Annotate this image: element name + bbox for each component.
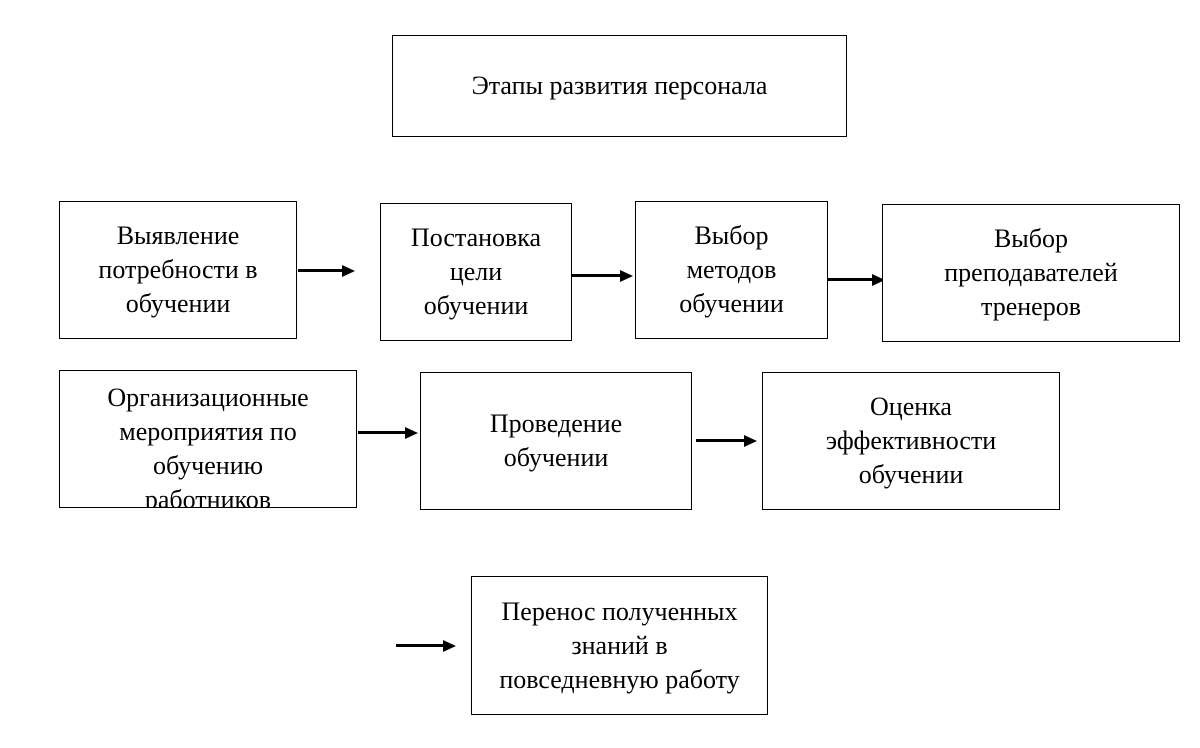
arrow-to-transfer	[396, 640, 456, 652]
step-transfer-label: Перенос полученных знаний в повседневную…	[499, 596, 740, 694]
step-methods-label: Выбор методов обучении	[679, 221, 784, 318]
arrow-methods-to-trainers	[828, 274, 885, 286]
diagram-title-box: Этапы развития персонала	[392, 35, 847, 137]
arrow-goal-to-methods	[572, 270, 633, 282]
step-trainers-box: Выбор преподавателей тренеров	[882, 204, 1180, 342]
step-trainers-label: Выбор преподавателей тренеров	[944, 224, 1118, 321]
arrow-needs-to-goal	[298, 265, 355, 277]
step-transfer-box: Перенос полученных знаний в повседневную…	[471, 576, 768, 715]
step-needs-label: Выявление потребности в обучении	[98, 221, 258, 318]
step-methods-box: Выбор методов обучении	[635, 201, 828, 339]
step-conduct-box: Проведение обучении	[420, 372, 692, 510]
step-goal-label: Постановка цели обучении	[410, 223, 542, 320]
arrow-conduct-to-evaluation	[696, 435, 757, 447]
step-organization-label: Организационные мероприятия по обучению …	[107, 383, 309, 508]
arrow-organization-to-conduct	[358, 427, 418, 439]
step-evaluation-label: Оценка эффективности обучении	[825, 392, 997, 489]
step-goal-box: Постановка цели обучении	[380, 203, 572, 341]
step-evaluation-box: Оценка эффективности обучении	[762, 372, 1060, 510]
step-needs-box: Выявление потребности в обучении	[59, 201, 297, 339]
diagram-title: Этапы развития персонала	[471, 71, 768, 100]
step-organization-box: Организационные мероприятия по обучению …	[59, 370, 357, 508]
step-conduct-label: Проведение обучении	[489, 409, 623, 472]
